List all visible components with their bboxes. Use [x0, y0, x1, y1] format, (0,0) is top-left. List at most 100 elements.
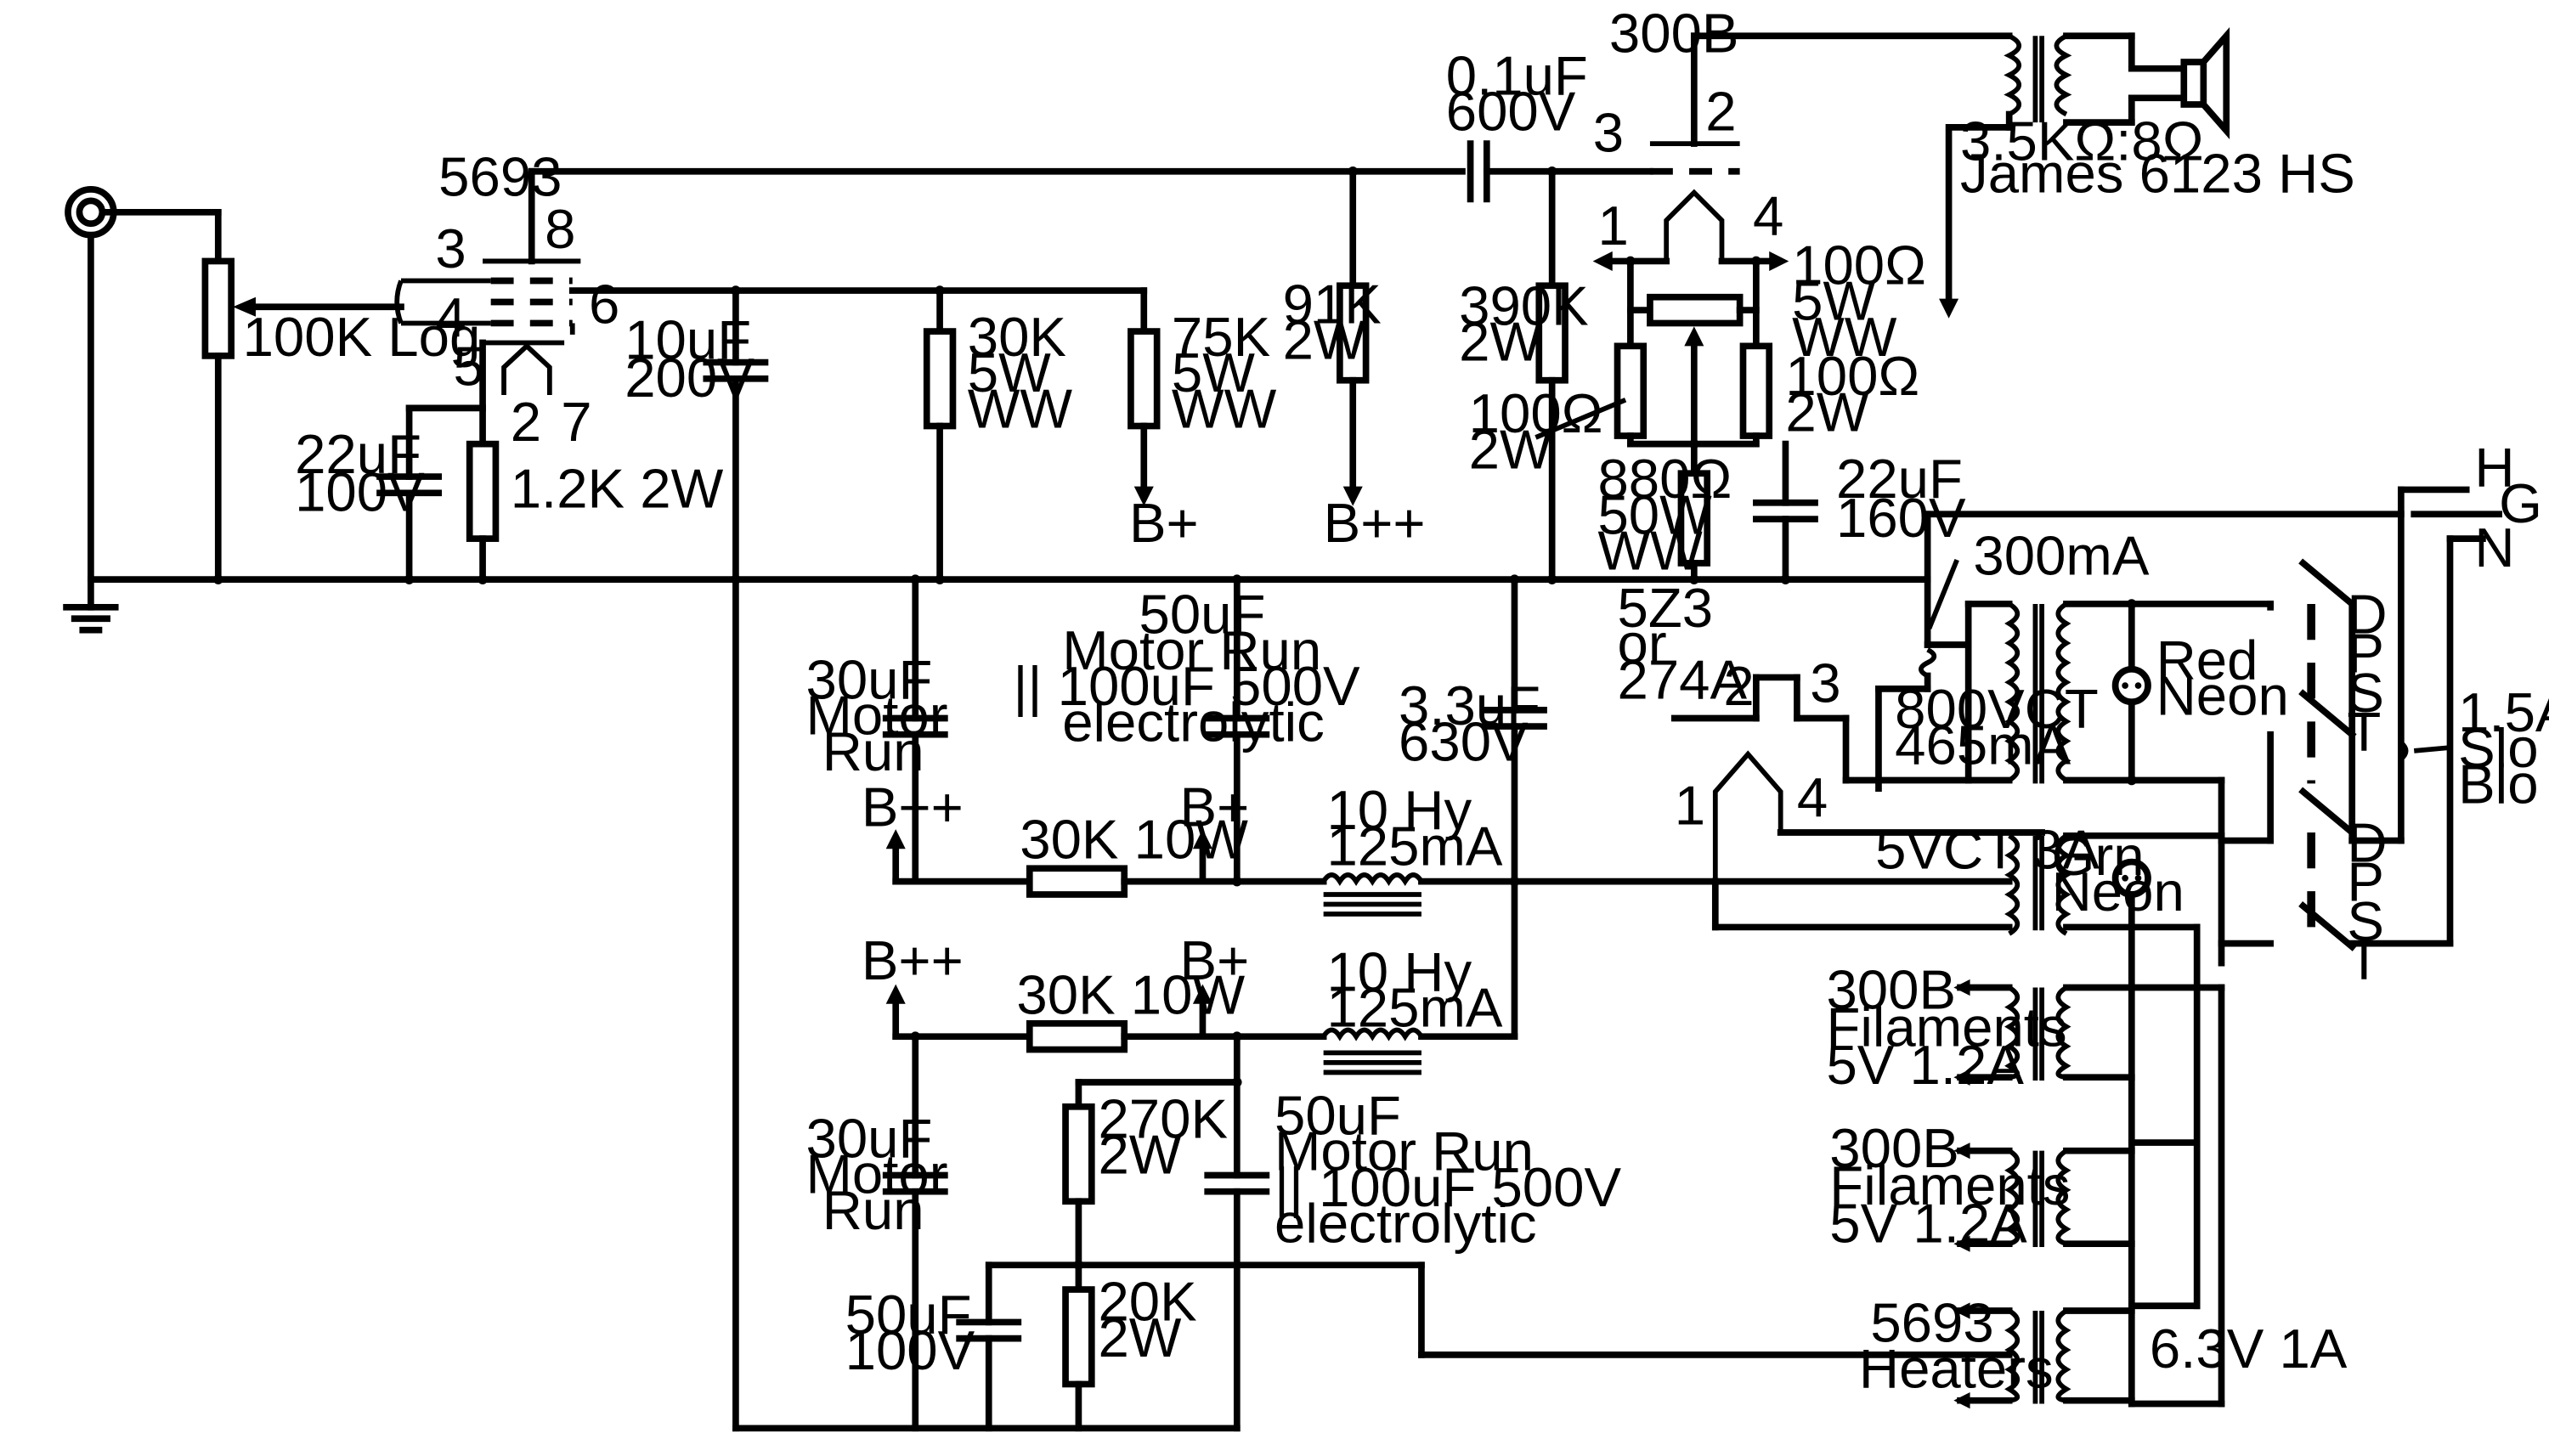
- choke-current-1: 125mA: [1326, 815, 1502, 877]
- r100-left-power: 2W: [1469, 418, 1552, 480]
- tube-pin-3: 3: [1593, 102, 1624, 164]
- rectifier-tube: 5Z3 or 274A 2 3 1 4: [1618, 577, 2045, 882]
- c30-run-2: Run: [822, 1179, 924, 1241]
- fuse-main-3: Blo: [2458, 753, 2538, 815]
- output-tube: 300B 3 2 1 4: [1592, 2, 1789, 271]
- r30k-power: 5W: [968, 341, 1051, 404]
- pin-7: 7: [561, 391, 591, 453]
- pin-3: 3: [435, 217, 466, 279]
- pin-5: 5: [453, 335, 483, 397]
- coupling-cap-voltage: 600V: [1446, 81, 1576, 143]
- c50-value-1: 50uF: [1139, 584, 1266, 646]
- r20k-power: 2W: [1098, 1306, 1181, 1369]
- mains-input: H G N 1.5A Slo Blo: [2348, 437, 2549, 947]
- r20k-value: 20K: [1098, 1271, 1196, 1333]
- dpst2-letter-s: S: [2347, 890, 2384, 952]
- c33-voltage: 630V: [1399, 710, 1529, 772]
- input-jack: [65, 186, 222, 611]
- volume-pot: 100K Log: [201, 257, 481, 583]
- heater-rating: 6.3V 1A: [2150, 1318, 2348, 1380]
- ground-symbol: [63, 603, 119, 634]
- pt-hv-current: 465mA: [1895, 714, 2071, 776]
- mains-n: N: [2474, 516, 2514, 578]
- c30-run-1: Run: [822, 720, 924, 782]
- c30-value-1: 30uF: [806, 648, 933, 710]
- b-plus-label-2: B+: [1180, 776, 1250, 838]
- red-neon-2: Neon: [2156, 665, 2289, 727]
- c50-electro-2: || 100uF 500V: [1274, 1156, 1621, 1218]
- r100-left-value: 100Ω: [1469, 382, 1603, 444]
- tube-pin-1: 1: [1597, 195, 1628, 257]
- rect-pin-1: 1: [1675, 774, 1705, 836]
- r390k-value: 390K: [1459, 274, 1589, 336]
- red-neon-1: Red: [2156, 629, 2258, 691]
- coupling-cap: 0.1uF 600V: [1446, 44, 1653, 203]
- pin-4: 4: [435, 286, 466, 348]
- ot-ratio: 3.5KΩ:8Ω: [1960, 110, 2204, 172]
- plate-resistor-91k: 91K 2W B++: [1283, 167, 1426, 554]
- fuse-300ma-label: 300mA: [1973, 524, 2149, 586]
- r390k-power: 2W: [1459, 311, 1542, 373]
- lower-filter: B++ B+ 30K 10W 10 Hy 125mA 30uF Motor Ru…: [732, 929, 2013, 1432]
- r30k10w-2: 30K 10W: [1016, 963, 1245, 1025]
- cathode-cap-voltage: 100V: [295, 460, 425, 522]
- fil1-tube: 300B: [1826, 959, 1956, 1021]
- choke-value-2: 10 Hy: [1326, 940, 1472, 1002]
- cap22-voltage: 160V: [1836, 487, 1966, 549]
- r30k-type: WW: [968, 377, 1073, 439]
- cap50-value: 50uF: [845, 1284, 972, 1346]
- pot100-value: 100Ω: [1792, 234, 1926, 296]
- r880-type: WW: [1597, 520, 1703, 582]
- c33-value: 3.3uF: [1399, 674, 1540, 736]
- heater-label: Heaters: [1859, 1337, 2054, 1399]
- cathode-resistor-label: 1.2K 2W: [511, 458, 724, 520]
- r30k-value: 30K: [968, 306, 1066, 368]
- b-plus-label-3: B+: [1180, 929, 1250, 991]
- pt-5v-label: 5VCT 3A: [1875, 818, 2100, 880]
- c30-motor-1: Motor: [806, 685, 948, 747]
- output-transformer: 3.5KΩ:8Ω James 6123 HS: [1690, 32, 2355, 319]
- fil2-label: Filaments: [1829, 1154, 2070, 1216]
- mains-g: G: [2499, 472, 2542, 534]
- hum-balance-network: 100Ω 2W 100Ω 5W WW 100Ω 2W 880Ω 50W WW 2…: [1469, 234, 1966, 583]
- pot100-power: 5W: [1792, 270, 1875, 332]
- choke-value-1: 10 Hy: [1326, 779, 1472, 841]
- r75k-value: 75K: [1172, 306, 1270, 368]
- choke-current-2: 125mA: [1326, 977, 1502, 1039]
- r270k-value: 270K: [1098, 1087, 1228, 1149]
- fil2-tube: 300B: [1829, 1117, 1959, 1179]
- upper-filter: 30uF Motor Run 50uF Motor Run || 100uF 5…: [806, 576, 1719, 1041]
- fil1-label: Filaments: [1826, 996, 2066, 1058]
- c50-motor-2: Motor Run: [1274, 1120, 1534, 1182]
- b-plus-plus-label-2: B++: [862, 776, 964, 838]
- r270k-power: 2W: [1098, 1124, 1181, 1186]
- c50-type-2: electrolytic: [1274, 1192, 1537, 1254]
- b-plus-plus-label-1: B++: [1324, 492, 1426, 554]
- dpst1-letter-p: P: [2347, 623, 2384, 685]
- power-transformer: 300mA 800VCT 465mA Red Neon: [1875, 511, 2405, 792]
- pin-6: 6: [589, 273, 619, 335]
- pin-8: 8: [545, 198, 575, 260]
- r880-power: 50W: [1597, 483, 1712, 545]
- dpst-switch-1: D P S T: [2218, 558, 2405, 844]
- pin-2: 2: [511, 391, 541, 453]
- r91k-value: 91K: [1283, 273, 1382, 335]
- b-plus-label-1: B+: [1129, 492, 1199, 554]
- volume-pot-label: 100K Log: [243, 306, 481, 368]
- r30k10w-1: 30K 10W: [1020, 809, 1248, 871]
- filament-winding-5v: 5VCT 3A Grn Neon: [1711, 818, 2225, 1408]
- r880-value: 880Ω: [1597, 448, 1732, 510]
- cap22-value: 22uF: [1836, 448, 1963, 510]
- screen-supply: 10uF 200V 30K 5W WW 75K 5W WW B+: [568, 285, 1277, 1432]
- rect-pin-3: 3: [1810, 652, 1840, 714]
- grn-neon-2: Neon: [2052, 861, 2184, 923]
- c50-electro-1: || 100uF 500V: [1014, 655, 1360, 717]
- fil2-rating: 5V 1.2A: [1829, 1192, 2027, 1254]
- dpst2-letter-t: T: [2347, 929, 2381, 991]
- r75k-type: WW: [1172, 377, 1277, 439]
- dpst-switch-2: D P S T: [2193, 776, 2388, 1310]
- rect-pin-4: 4: [1797, 766, 1828, 828]
- input-tube-label: 5693: [438, 146, 562, 208]
- coupling-cap-value: 0.1uF: [1446, 44, 1588, 106]
